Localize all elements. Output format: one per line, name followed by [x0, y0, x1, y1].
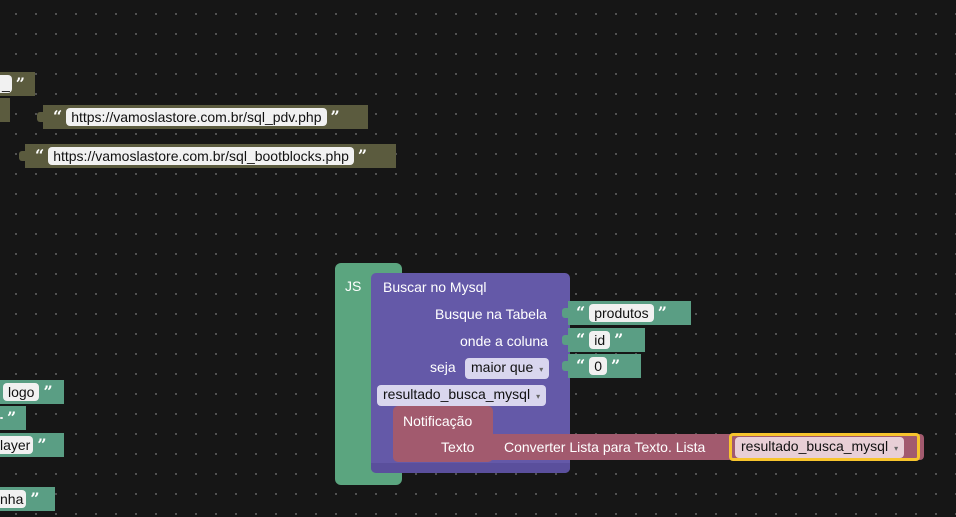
open-quote-icon: “: [576, 330, 586, 349]
string-field[interactable]: logo: [3, 383, 40, 401]
text-label: Texto: [441, 439, 475, 455]
chevron-down-icon: ▾: [536, 392, 541, 401]
string-field[interactable]: nha: [0, 490, 27, 508]
url-bootblocks-field[interactable]: https://vamoslastore.com.br/sql_bootbloc…: [48, 147, 354, 165]
string-field[interactable]: [0, 417, 3, 419]
partial-string-block-nha[interactable]: nha ”: [0, 487, 55, 511]
column-value-block[interactable]: “ id ”: [562, 328, 645, 352]
condition-label: seja: [430, 359, 456, 375]
close-quote-icon: ”: [15, 74, 25, 93]
table-value-block[interactable]: “ produtos ”: [562, 301, 691, 325]
text-field[interactable]: _: [0, 75, 12, 93]
notification-title: Notificação: [403, 413, 473, 429]
close-quote-icon: ”: [657, 303, 667, 322]
list-variable-name: resultado_busca_mysql: [741, 437, 889, 454]
close-quote-icon: ”: [43, 382, 53, 401]
chevron-down-icon: ▾: [539, 365, 544, 374]
partial-string-block-empty[interactable]: ”: [0, 406, 26, 430]
js-label: JS: [345, 278, 362, 294]
close-quote-icon: ”: [614, 330, 624, 349]
close-quote-icon: ”: [330, 107, 340, 126]
output-connector: [19, 151, 25, 161]
compare-value-block[interactable]: “ 0 ”: [562, 354, 641, 378]
partial-string-block-player[interactable]: layer ”: [0, 433, 64, 457]
close-quote-icon: ”: [611, 356, 621, 375]
table-label: Busque na Tabela: [435, 306, 547, 322]
list-variable-block[interactable]: resultado_busca_mysql ▾: [729, 433, 920, 461]
column-value-field[interactable]: id: [589, 331, 611, 349]
output-connector: [37, 112, 43, 122]
partial-string-block-logo[interactable]: logo ”: [0, 380, 64, 404]
open-quote-icon: “: [35, 146, 45, 165]
close-quote-icon: ”: [30, 489, 40, 508]
compare-value-field[interactable]: 0: [589, 357, 607, 375]
partial-text-block-top[interactable]: _ ”: [0, 72, 35, 96]
operator-value: maior que: [471, 359, 534, 375]
close-quote-icon: ”: [357, 146, 368, 165]
string-field[interactable]: layer: [0, 436, 34, 454]
column-label: onde a coluna: [460, 333, 548, 349]
list-variable-dropdown[interactable]: resultado_busca_mysql ▾: [735, 436, 905, 458]
partial-block-edge[interactable]: [0, 98, 10, 122]
notification-block[interactable]: Notificação Texto: [393, 406, 493, 462]
output-connector: [562, 335, 568, 345]
url-pdv-block[interactable]: “ https://vamoslastore.com.br/sql_pdv.ph…: [37, 105, 368, 129]
mysql-block-bottom: [371, 463, 570, 473]
close-quote-icon: ”: [37, 435, 47, 454]
open-quote-icon: “: [576, 356, 586, 375]
close-quote-icon: ”: [7, 408, 17, 427]
url-pdv-field[interactable]: https://vamoslastore.com.br/sql_pdv.php: [66, 108, 327, 126]
output-connector: [562, 308, 568, 318]
open-quote-icon: “: [53, 107, 63, 126]
open-quote-icon: “: [576, 303, 586, 322]
result-variable-name: resultado_busca_mysql: [383, 386, 531, 402]
chevron-down-icon: ▾: [894, 443, 899, 453]
mysql-title: Buscar no Mysql: [383, 279, 487, 295]
table-value-field[interactable]: produtos: [589, 304, 654, 322]
url-bootblocks-block[interactable]: “ https://vamoslastore.com.br/sql_bootbl…: [19, 144, 396, 168]
list-to-text-label: Converter Lista para Texto. Lista: [504, 439, 706, 455]
operator-dropdown[interactable]: maior que ▾: [465, 358, 550, 379]
result-variable-dropdown[interactable]: resultado_busca_mysql ▾: [377, 385, 547, 406]
output-connector: [562, 361, 568, 371]
